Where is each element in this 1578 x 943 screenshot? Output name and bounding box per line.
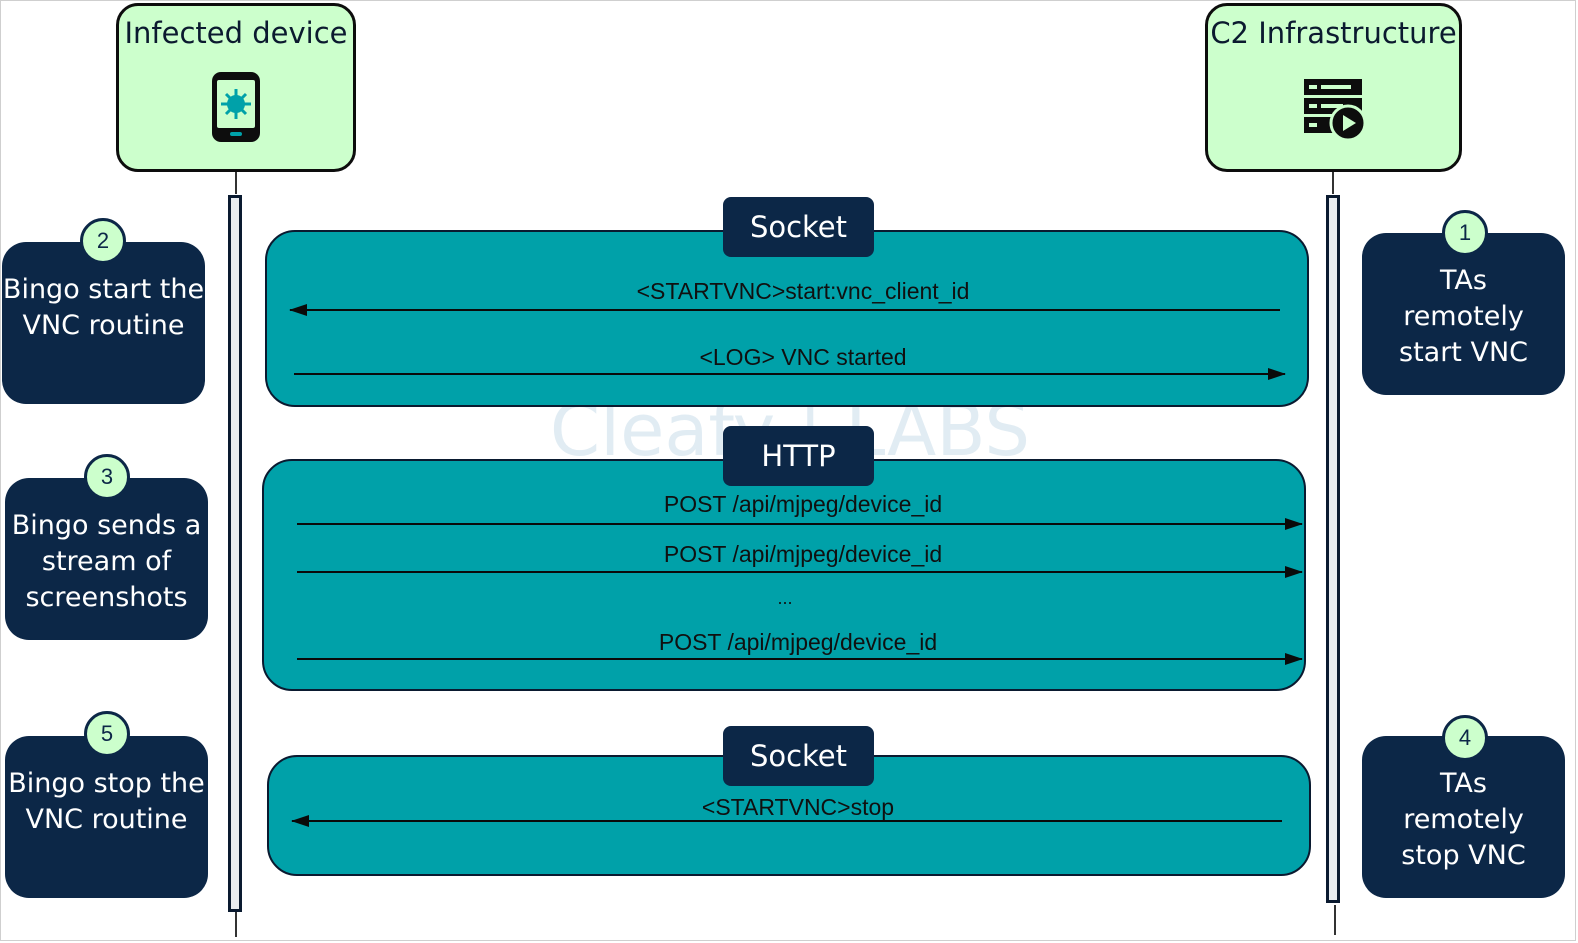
group-socket-start [265, 230, 1309, 407]
message-label: POST /api/mjpeg/device_id [663, 541, 943, 567]
group-label-socket: Socket [723, 726, 874, 786]
group-http-stream [262, 459, 1306, 691]
participant-title: Infected device [124, 16, 348, 50]
note-step-4: TAs remotely stop VNC [1362, 736, 1565, 898]
note-step-5: Bingo stop the VNC routine [5, 736, 208, 898]
message-ellipsis: ... [777, 588, 793, 608]
phone-virus-icon [210, 71, 262, 148]
note-text: Bingo start the VNC routine [2, 274, 205, 341]
message-label: POST /api/mjpeg/device_id [658, 629, 938, 655]
activation-bar-c2 [1326, 195, 1340, 903]
step-badge-5: 5 [84, 711, 130, 757]
participant-c2-infrastructure: C2 Infrastructure [1205, 3, 1462, 172]
message-label: POST /api/mjpeg/device_id [663, 491, 943, 517]
lifeline-c2-bottom [1334, 905, 1336, 935]
message-label: <LOG> VNC started [699, 344, 907, 370]
note-step-3: Bingo sends a stream of screenshots [5, 478, 208, 640]
step-badge-3: 3 [84, 454, 130, 500]
group-label-socket: Socket [723, 197, 874, 257]
participant-title: C2 Infrastructure [1210, 16, 1457, 50]
note-step-1: TAs remotely start VNC [1362, 233, 1565, 395]
step-badge-2: 2 [80, 218, 126, 264]
note-text: TAs remotely start VNC [1399, 265, 1528, 368]
participant-infected-device: Infected device [116, 3, 356, 172]
lifeline-infected-device-top [235, 172, 237, 194]
lifeline-infected-device-bottom [235, 912, 237, 937]
activation-bar-infected-device [228, 195, 242, 912]
message-label: <STARTVNC>stop [701, 794, 895, 820]
note-text: Bingo stop the VNC routine [8, 768, 205, 835]
message-label: <STARTVNC>start:vnc_client_id [636, 278, 970, 304]
note-text: Bingo sends a stream of screenshots [11, 510, 202, 613]
group-label-http: HTTP [723, 426, 874, 486]
step-badge-4: 4 [1442, 715, 1488, 761]
lifeline-c2-top [1332, 172, 1334, 194]
server-play-icon [1301, 76, 1367, 147]
note-step-2: Bingo start the VNC routine [2, 242, 205, 404]
step-badge-1: 1 [1442, 210, 1488, 256]
note-text: TAs remotely stop VNC [1401, 768, 1526, 871]
